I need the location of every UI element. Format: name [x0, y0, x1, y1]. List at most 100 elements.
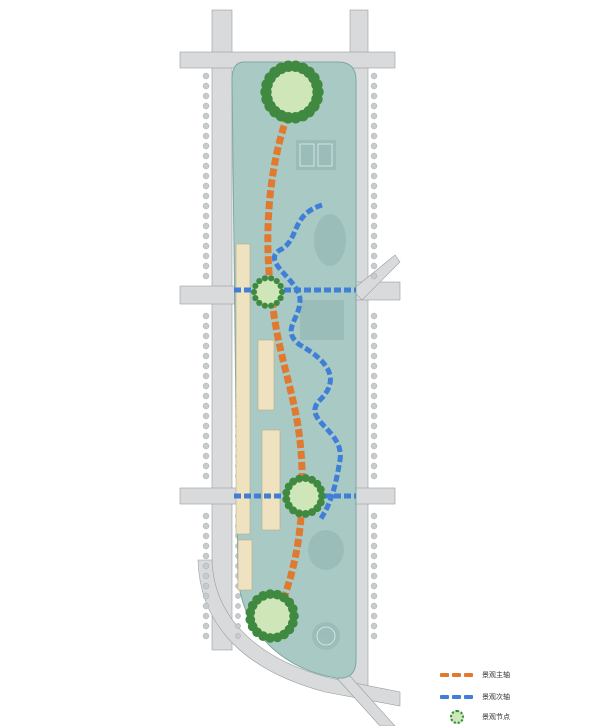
street-tree: [370, 182, 378, 190]
node-tree: [252, 282, 259, 290]
street-tree: [370, 472, 378, 480]
node-tree: [268, 302, 275, 309]
street-tree: [370, 622, 378, 630]
street-tree: [370, 512, 378, 520]
street-tree: [202, 562, 210, 570]
building-block-2: [261, 429, 281, 531]
street-tree: [202, 172, 210, 180]
street-tree: [202, 72, 210, 80]
street-tree: [370, 422, 378, 430]
garden-patch-south: [308, 530, 344, 570]
node-tree: [311, 78, 323, 91]
building-block-3: [237, 539, 253, 591]
node-tree: [272, 632, 283, 643]
main-axis-label: 景观主轴: [482, 671, 510, 679]
street-tree: [370, 252, 378, 260]
street-tree: [370, 102, 378, 110]
node-tree: [277, 294, 284, 302]
street-tree: [202, 462, 210, 470]
garden-patch: [314, 214, 346, 266]
node-tree: [273, 299, 280, 307]
street-tree: [370, 152, 378, 160]
street-tree: [370, 632, 378, 640]
main-axis-swatch: [440, 668, 474, 682]
node-label: 景观节点: [482, 713, 510, 721]
street-tree: [370, 312, 378, 320]
street-tree: [370, 592, 378, 600]
legend-node: 景观节点: [440, 710, 510, 724]
paved-plaza: [300, 300, 344, 340]
street-tree: [370, 402, 378, 410]
street-tree: [202, 362, 210, 370]
street-tree: [202, 262, 210, 270]
street-tree: [202, 432, 210, 440]
street-tree: [202, 82, 210, 90]
street-tree: [370, 462, 378, 470]
street-tree: [370, 192, 378, 200]
street-tree: [202, 622, 210, 630]
street-tree: [370, 372, 378, 380]
landscape-node: [282, 474, 326, 518]
node-tree: [256, 277, 263, 285]
street-tree: [202, 592, 210, 600]
street-tree: [370, 532, 378, 540]
street-tree: [370, 232, 378, 240]
street-tree: [202, 552, 210, 560]
node-lawn: [254, 278, 282, 306]
street-tree: [202, 522, 210, 530]
legend-main-axis: 景观主轴: [440, 668, 510, 682]
node-tree: [282, 495, 291, 504]
circular-plaza: [312, 622, 340, 650]
street-tree: [370, 582, 378, 590]
road-west-vertical: [211, 9, 233, 651]
street-tree: [202, 422, 210, 430]
node-tree: [252, 294, 259, 302]
street-tree: [370, 602, 378, 610]
street-tree: [235, 603, 241, 609]
street-tree: [202, 232, 210, 240]
street-tree: [370, 262, 378, 270]
street-tree: [370, 142, 378, 150]
node-tree: [245, 614, 256, 625]
street-tree: [202, 252, 210, 260]
node-tree: [287, 604, 298, 614]
street-tree: [370, 82, 378, 90]
street-tree: [202, 632, 210, 640]
street-tree: [202, 382, 210, 390]
street-tree: [202, 452, 210, 460]
street-tree: [202, 582, 210, 590]
street-tree: [202, 272, 210, 280]
street-tree: [370, 352, 378, 360]
street-tree: [370, 242, 378, 250]
street-tree: [202, 102, 210, 110]
node-tree: [318, 492, 326, 500]
street-tree: [202, 572, 210, 580]
node-tree: [282, 488, 291, 497]
street-tree: [202, 402, 210, 410]
node-tree: [277, 282, 284, 290]
street-tree: [370, 122, 378, 130]
street-tree: [202, 112, 210, 120]
street-tree: [202, 332, 210, 340]
street-tree: [202, 92, 210, 100]
street-tree: [370, 522, 378, 530]
street-tree: [202, 142, 210, 150]
street-tree: [370, 382, 378, 390]
street-tree: [370, 222, 378, 230]
node-tree: [301, 509, 310, 518]
street-tree: [370, 132, 378, 140]
node-tree: [256, 299, 263, 307]
node-swatch: [450, 710, 464, 724]
street-tree: [370, 322, 378, 330]
street-tree: [235, 623, 241, 629]
node-tree: [295, 509, 304, 518]
node-tree: [284, 501, 293, 510]
street-tree: [370, 112, 378, 120]
node-tree: [316, 485, 325, 494]
street-tree: [202, 442, 210, 450]
street-tree: [370, 162, 378, 170]
road-mid-cross: [179, 285, 241, 305]
buildings: [235, 243, 281, 591]
street-tree: [370, 612, 378, 620]
node-tree: [278, 288, 286, 296]
